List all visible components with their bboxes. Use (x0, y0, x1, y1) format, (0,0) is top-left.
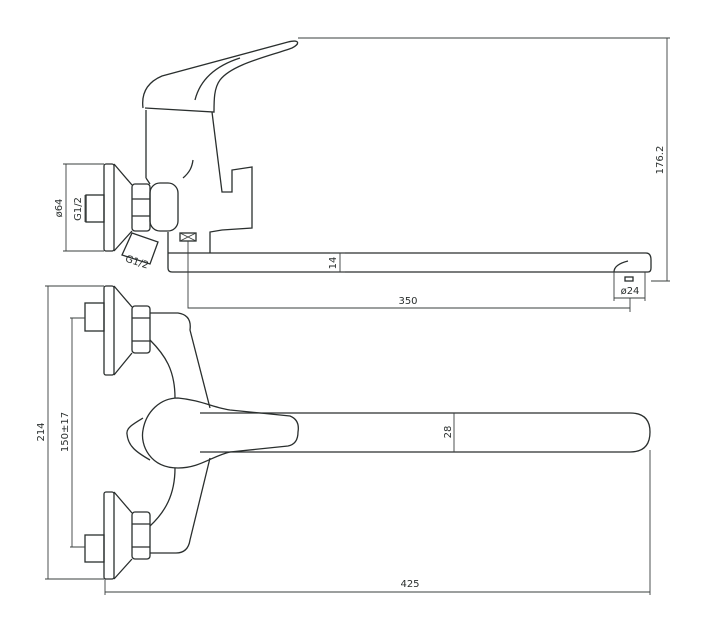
dim-outlet-diameter: ø24 (621, 286, 640, 297)
dim-total-length: 425 (400, 579, 419, 590)
wall-flange-top (103, 285, 115, 376)
mixer-body (145, 110, 253, 253)
top-view (84, 285, 651, 580)
handle-tail (126, 417, 151, 461)
spout-top (200, 412, 651, 453)
wall-flange (103, 163, 115, 252)
dim-thread-inlet: G1/2 (73, 197, 84, 221)
body-curve (182, 159, 194, 179)
connector-arms (149, 339, 176, 527)
dim-spout-reach: 350 (398, 296, 417, 307)
wall-flange-bottom (103, 491, 115, 580)
spout-side (167, 232, 652, 273)
dim-spout-width: 28 (443, 426, 454, 439)
inlet-pipe-top (84, 302, 105, 332)
dim-height: 176.2 (655, 146, 666, 175)
flange-cone (113, 163, 133, 252)
hex-nut-top (131, 305, 151, 354)
marker-cross (179, 232, 197, 242)
eccentric-connector (149, 182, 179, 232)
aerator (624, 276, 634, 282)
hex-nut (131, 183, 151, 232)
angled-connector (121, 232, 159, 265)
inlet-pipe (85, 194, 105, 223)
dim-inlet-spacing: 150±17 (60, 412, 71, 452)
hex-nut-bottom (131, 511, 151, 560)
lever-handle (142, 40, 299, 113)
dim-total-height: 214 (36, 422, 47, 441)
side-view (85, 40, 652, 282)
dim-thread-angled: G1/2 (124, 254, 150, 272)
inlet-pipe-bottom (84, 534, 105, 563)
dim-spout-thickness: 14 (328, 257, 339, 270)
lever-curve (194, 57, 241, 101)
nut-facets (132, 198, 150, 217)
dim-flange-diameter: ø64 (54, 199, 65, 218)
aerator-curve (613, 260, 629, 273)
body-top (150, 312, 211, 554)
top-dimensions: 214 150±17 28 425 (36, 285, 651, 595)
handle-top (141, 397, 299, 469)
